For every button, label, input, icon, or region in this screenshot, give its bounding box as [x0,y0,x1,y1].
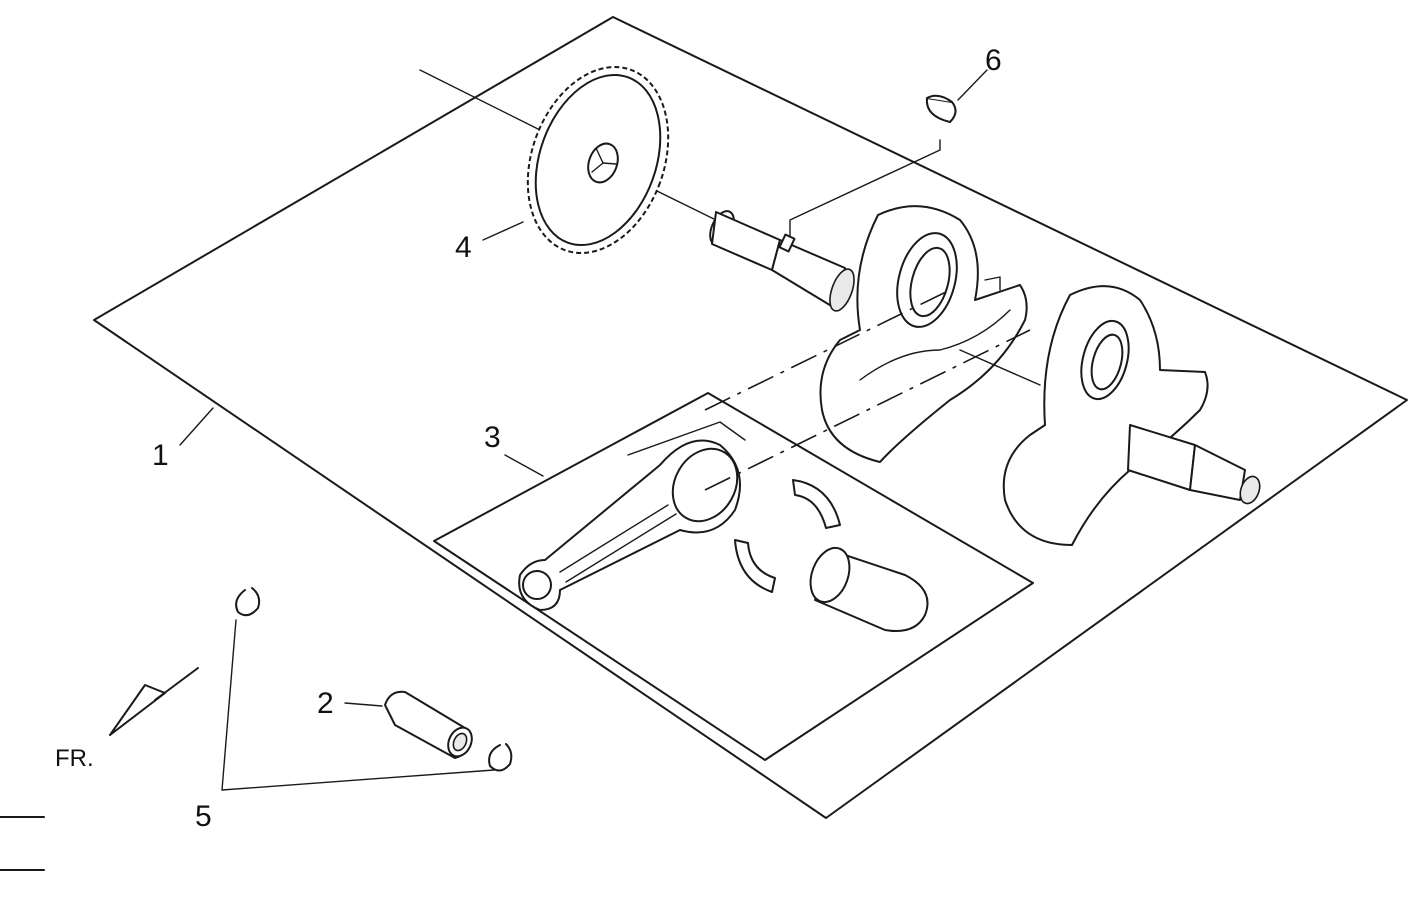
callout-6: 6 [985,44,1002,77]
piston-pin [384,690,473,759]
front-direction-label: FR. [55,745,94,772]
callout-3-leader [504,454,544,477]
circlip-lower [488,743,513,772]
bearing-lower [734,539,776,593]
right-crank-web [1002,285,1261,546]
drive-gear [526,66,670,254]
bearing-upper [792,479,841,529]
callout-5: 5 [195,800,212,833]
callout-4-leader [482,221,524,241]
crankshaft-assembly-outline [93,16,1408,819]
connecting-rod [518,439,741,611]
callout-3: 3 [484,421,501,454]
callout-1-leader [179,407,214,446]
crank-pin [809,546,929,632]
callout-1: 1 [152,439,169,472]
callout-2: 2 [317,687,334,720]
front-direction-arrow-icon [109,667,199,736]
left-crank-shaft [709,210,855,312]
key-leader-line [789,139,941,243]
shaft-center-line [959,349,1041,386]
gear-axis-line [419,69,541,131]
callout-2-leader [344,702,383,707]
left-crank-web [819,205,1028,463]
connecting-rod-kit-outline [433,392,1034,761]
circlip-upper [235,587,261,617]
woodruff-key [925,94,957,123]
kit-inner-edge [627,421,746,456]
circlip-leader-lines [221,619,495,791]
callout-6-leader [957,69,988,101]
callout-4: 4 [455,231,472,264]
